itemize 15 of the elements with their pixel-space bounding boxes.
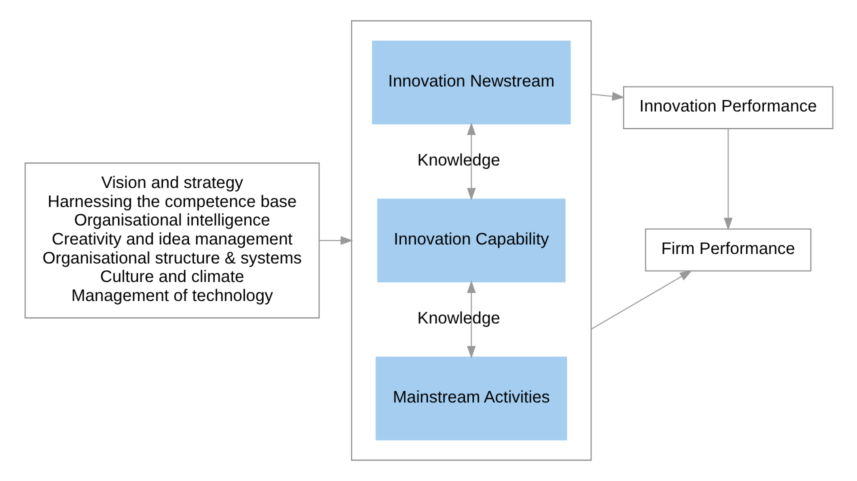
arrow <box>590 92 624 101</box>
arrow <box>723 128 732 230</box>
arrow <box>318 236 353 245</box>
node-box: Mainstream Activities <box>375 356 567 440</box>
cluster <box>350 20 592 461</box>
node-box: Innovation Capability <box>376 198 566 282</box>
arrow <box>590 270 692 330</box>
node-box: Innovation Performance <box>622 86 833 130</box>
edge-label: Knowledge <box>416 150 500 170</box>
arrow <box>466 122 476 201</box>
edge-label: Knowledge <box>416 308 500 328</box>
node-box: Firm Performance <box>644 228 811 272</box>
node-box: Vision and strategy Harnessing the competence base Organisational intelligence Creativity and idea management Organisational structure & systems Culture and climate Management of technology <box>24 162 320 318</box>
arrow <box>466 280 476 359</box>
node-box: Innovation Newstream <box>371 40 570 124</box>
